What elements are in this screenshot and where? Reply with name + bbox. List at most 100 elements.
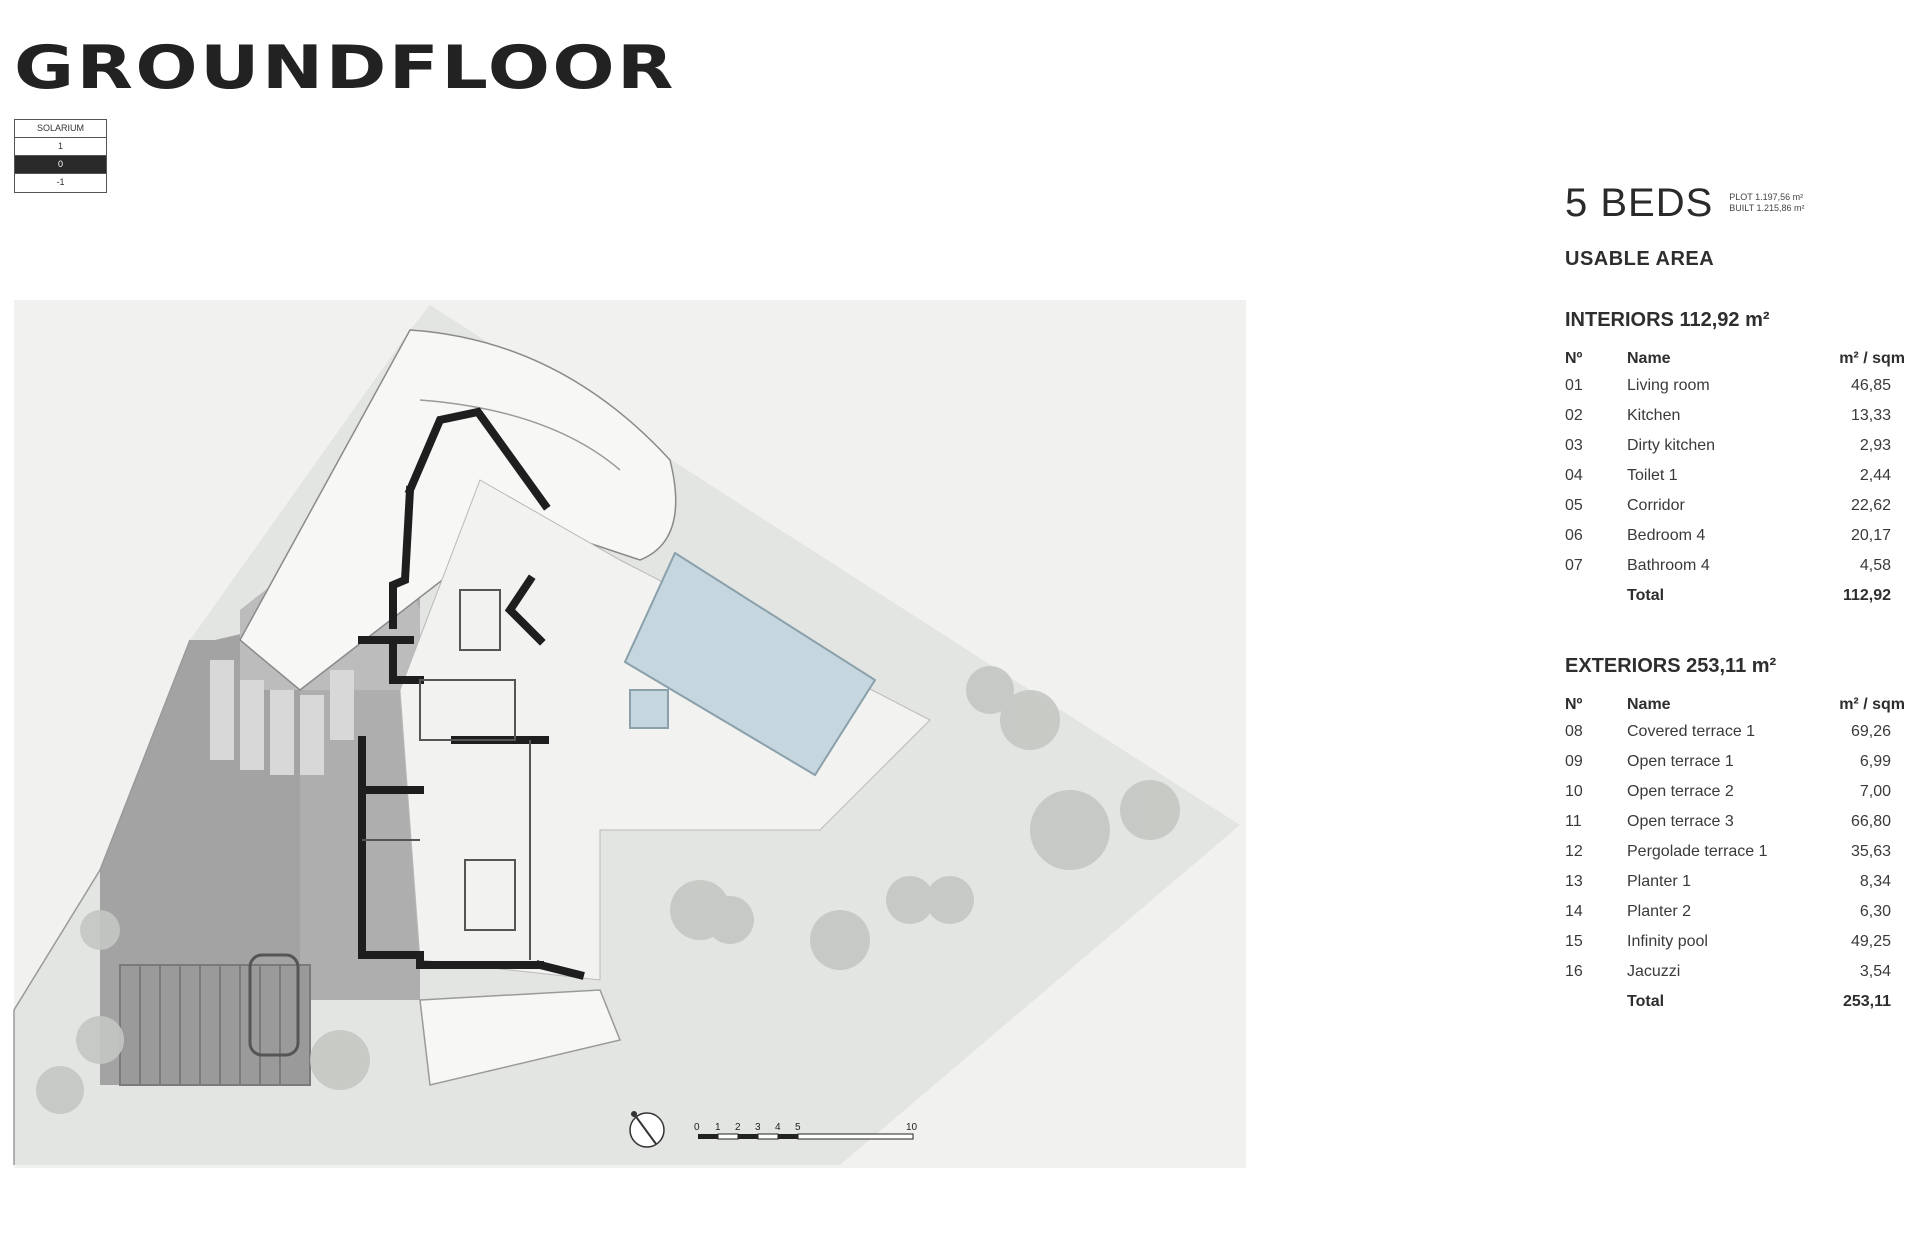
page-title: GROUNDFLOOR [14,33,676,103]
infinity-pool [623,551,877,777]
table-row: 01 Living room 46,85 [1565,377,1905,407]
beds-row: 5 BEDS PLOT 1.197,56 m² BUILT 1.215,86 m… [1565,180,1905,226]
level-solarium[interactable]: SOLARIUM [15,120,106,138]
scale-label: 4 [775,1122,781,1133]
interiors-title: INTERIORS 112,92 m² [1565,309,1770,331]
interior-partitions [362,589,531,960]
row-area: 8,34 [1859,873,1891,890]
total-label: Total [1627,993,1665,1010]
row-number: 01 [1565,377,1583,394]
row-name: Bathroom 4 [1627,557,1710,574]
total-value: 112,92 [1842,587,1891,604]
row-name: Planter 2 [1627,903,1692,920]
table-row: 04 Toilet 1 2,44 [1565,467,1905,497]
total-value: 253,11 [1842,993,1891,1010]
level-0-active[interactable]: 0 [15,156,106,174]
row-area: 3,54 [1859,963,1891,980]
row-area: 35,63 [1850,843,1891,860]
scale-label: 1 [715,1122,721,1133]
row-number: 08 [1565,723,1583,740]
scale-label: 0 [694,1122,700,1133]
row-area: 69,26 [1850,723,1891,740]
row-area: 22,62 [1850,497,1891,514]
col-name: Name [1627,696,1671,713]
row-area: 66,80 [1850,813,1891,830]
row-number: 05 [1565,497,1583,514]
row-area: 2,44 [1859,467,1891,484]
row-number: 11 [1565,813,1582,830]
row-area: 6,30 [1859,903,1891,920]
scale-label: 5 [795,1122,801,1133]
table-row: 13 Planter 1 8,34 [1565,873,1905,903]
access-ramp [239,329,677,691]
level-1[interactable]: 1 [15,138,106,156]
row-name: Open terrace 3 [1627,813,1734,830]
row-number: 04 [1565,467,1583,484]
scale-label: 10 [906,1122,918,1133]
trees [36,666,1180,1114]
table-row: 11 Open terrace 3 66,80 [1565,813,1905,843]
row-number: 10 [1565,783,1583,800]
level-minus-1[interactable]: -1 [56,177,65,187]
table-row: 07 Bathroom 4 4,58 [1565,557,1905,587]
col-name: Name [1627,350,1671,367]
row-name: Kitchen [1627,407,1681,424]
row-name: Planter 1 [1627,873,1692,890]
exteriors-title: EXTERIORS 253,11 m² [1565,655,1777,677]
table-row: 03 Dirty kitchen 2,93 [1565,437,1905,467]
table-header-row: Nº Name m² / sqm [1565,350,1905,377]
table-row: 10 Open terrace 2 7,00 [1565,783,1905,813]
row-number: 07 [1565,557,1583,574]
lower-terrace [419,989,622,1086]
jacuzzi [629,689,669,729]
scale-label: 2 [735,1122,741,1133]
scale-bar: 0 1 2 3 4 5 10 [694,1122,918,1140]
table-row: 05 Corridor 22,62 [1565,497,1905,527]
row-area: 49,25 [1850,933,1891,950]
scale-label: 3 [755,1122,761,1133]
beds-count: 5 BEDS [1565,181,1714,225]
row-name: Covered terrace 1 [1627,723,1756,740]
level-selector: SOLARIUM 1 0 -1 [14,119,107,193]
row-number: 02 [1565,407,1583,424]
row-area: 4,58 [1859,557,1891,574]
row-name: Open terrace 1 [1627,753,1734,770]
row-name: Living room [1627,377,1710,394]
interiors-table: Nº Name m² / sqm 01 Living room 46,85 02 Ki… [1565,350,1905,617]
parking-spaces [210,660,354,775]
col-area: m² / sqm [1839,696,1905,713]
row-number: 03 [1565,437,1583,454]
area-summary-panel: 5 BEDS PLOT 1.197,56 m² BUILT 1.215,86 m… [1565,180,1905,1023]
table-row: 16 Jacuzzi 3,54 [1565,963,1905,993]
table-row: 08 Covered terrace 1 69,26 [1565,723,1905,753]
row-area: 46,85 [1850,377,1891,394]
row-number: 13 [1565,873,1583,890]
row-area: 2,93 [1859,437,1891,454]
row-name: Infinity pool [1627,933,1708,950]
built-area: BUILT 1.215,86 m² [1729,203,1805,213]
total-label: Total [1627,587,1665,604]
compass-north-icon [629,1111,665,1148]
row-area: 7,00 [1859,783,1891,800]
row-number: 16 [1565,963,1583,980]
row-area: 13,33 [1850,407,1891,424]
row-name: Jacuzzi [1627,963,1681,980]
total-row: Total 253,11 [1565,993,1905,1023]
row-area: 6,99 [1859,753,1891,770]
floor-plan: 0 1 2 3 4 5 10 [13,300,1246,1168]
col-number: Nº [1565,350,1583,367]
row-name: Open terrace 2 [1627,783,1734,800]
row-name: Toilet 1 [1627,467,1678,484]
row-name: Corridor [1627,497,1685,514]
row-name: Dirty kitchen [1627,437,1716,454]
plot-boundary-west [13,639,191,1165]
table-row: 02 Kitchen 13,33 [1565,407,1905,437]
pergola-grid [119,964,311,1086]
row-name: Bedroom 4 [1627,527,1706,544]
ramp-curve [419,399,621,471]
